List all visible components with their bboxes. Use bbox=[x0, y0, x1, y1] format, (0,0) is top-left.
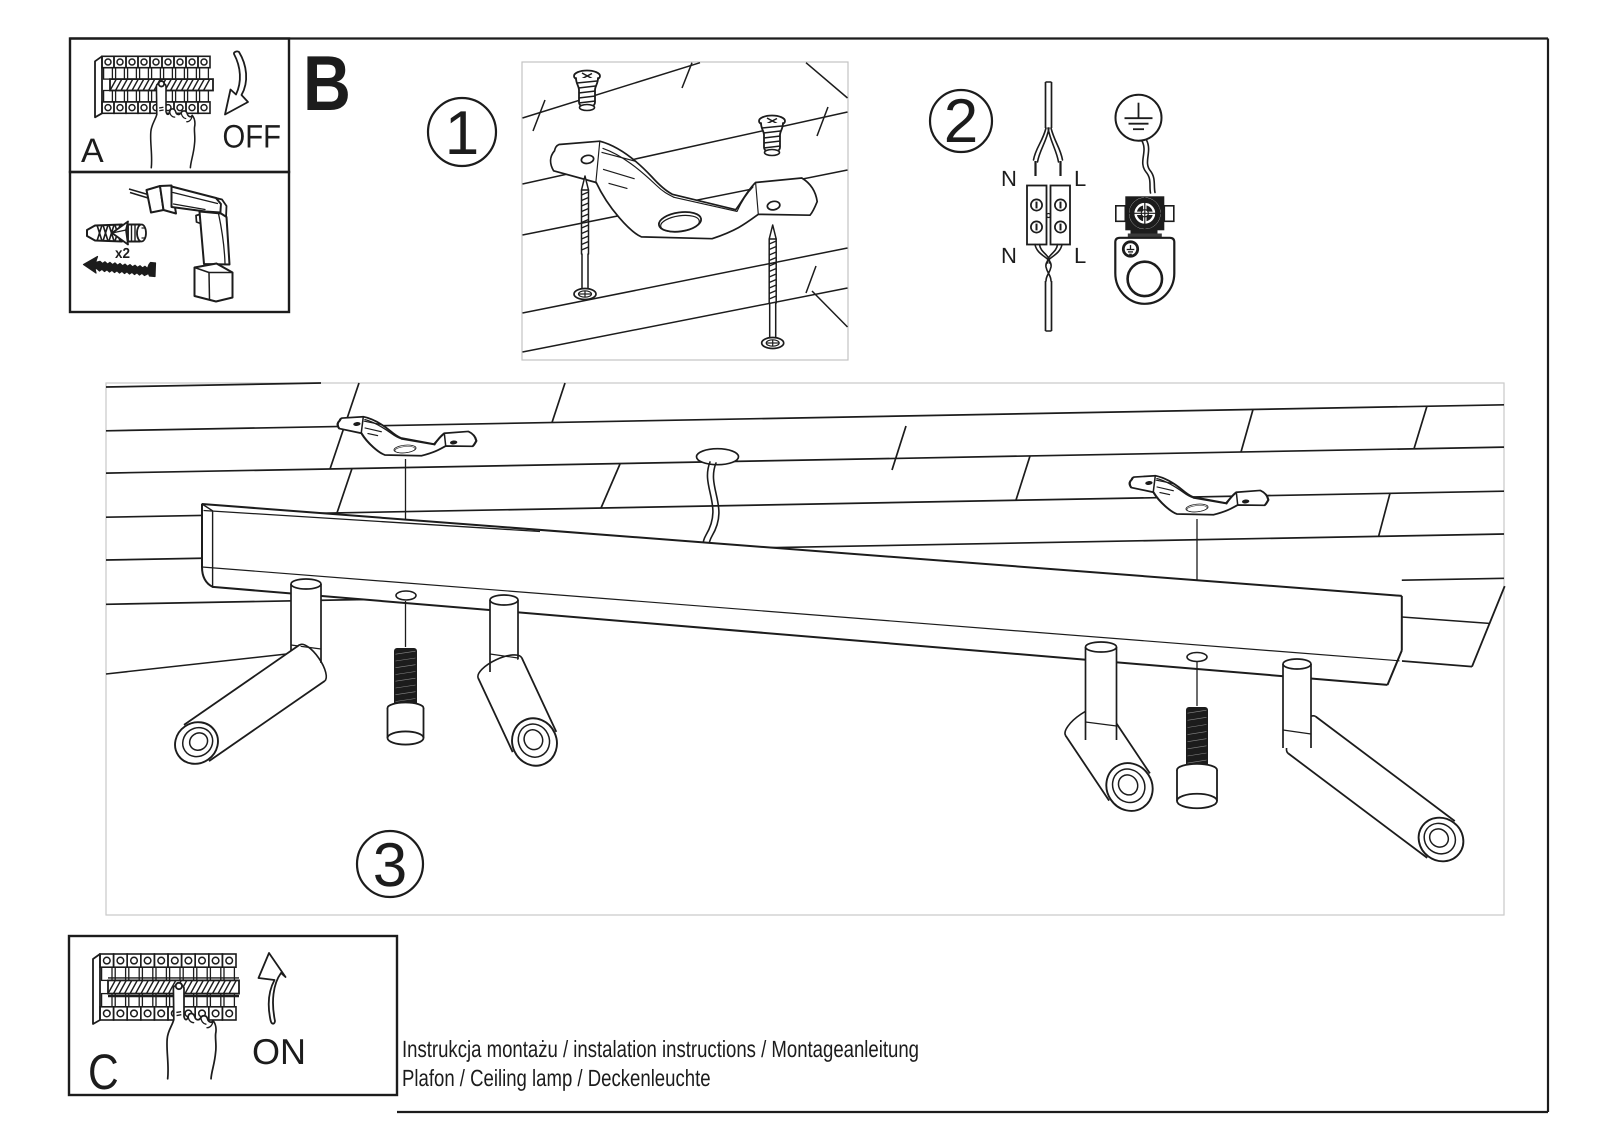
svg-text:B: B bbox=[303, 39, 351, 127]
svg-text:x2: x2 bbox=[115, 246, 130, 262]
svg-text:L: L bbox=[1074, 243, 1086, 268]
svg-text:Plafon / Ceiling lamp / Decken: Plafon / Ceiling lamp / Deckenleuchte bbox=[402, 1065, 711, 1091]
svg-text:Instrukcja montażu / instalati: Instrukcja montażu / instalation instruc… bbox=[402, 1036, 919, 1062]
svg-text:L: L bbox=[1074, 166, 1086, 191]
svg-text:2: 2 bbox=[944, 87, 978, 156]
svg-text:N: N bbox=[1001, 243, 1017, 268]
svg-text:A: A bbox=[81, 132, 104, 170]
svg-text:OFF: OFF bbox=[223, 119, 281, 155]
svg-text:1: 1 bbox=[445, 99, 479, 168]
svg-text:ON: ON bbox=[252, 1031, 306, 1072]
svg-text:3: 3 bbox=[373, 831, 407, 900]
svg-text:C: C bbox=[88, 1044, 119, 1100]
svg-text:N: N bbox=[1001, 166, 1017, 191]
